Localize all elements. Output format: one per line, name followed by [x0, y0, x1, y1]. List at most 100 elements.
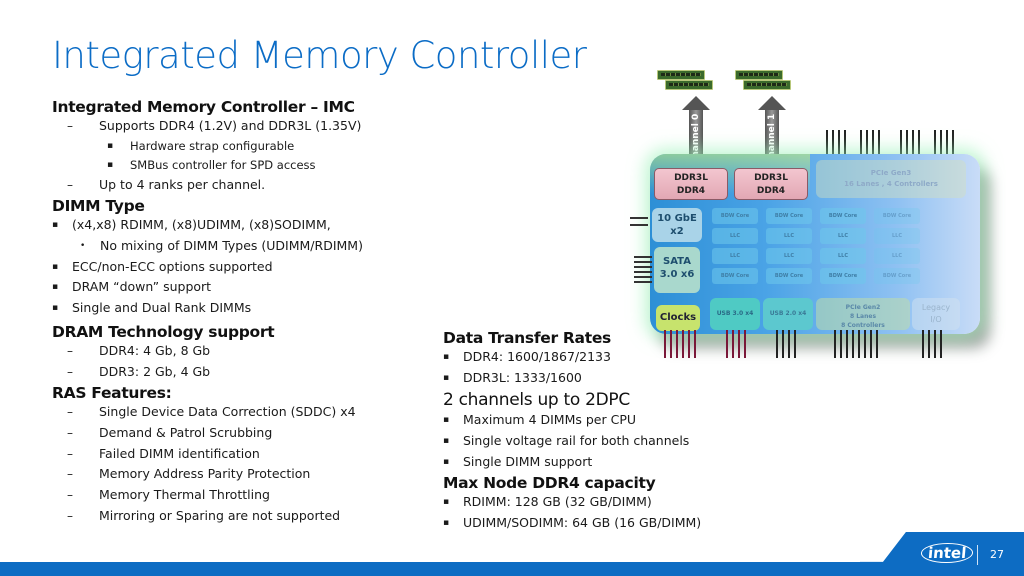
list-item: ▪ (x4,x8) RDIMM, (x8)UDIMM, (x8)SODIMM, — [52, 215, 432, 236]
list-item: ▪SMBus controller for SPD access — [107, 156, 432, 175]
square-bullet: ▪ — [52, 303, 59, 314]
channels-heading: 2 channels up to 2DPC — [443, 390, 630, 411]
dimm-module-icon — [743, 80, 791, 90]
bdw-core: BDW Core — [712, 268, 758, 284]
list-item: ▪DDR4: 1600/1867/2133 — [443, 347, 783, 368]
list-item: –Supports DDR4 (1.2V) and DDR3L (1.35V) — [67, 116, 432, 137]
list-item: ▪Single and Dual Rank DIMMs — [52, 298, 432, 319]
bdw-core: BDW Core — [820, 208, 866, 224]
llc-slice: LLC — [874, 248, 920, 264]
dash-marker: – — [67, 177, 73, 192]
square-bullet: ▪ — [107, 159, 114, 170]
square-bullet: ▪ — [107, 140, 114, 151]
dash-marker: – — [67, 508, 73, 523]
list-item: –Up to 4 ranks per channel. — [67, 175, 432, 196]
llc-slice: LLC — [820, 248, 866, 264]
dash-marker: – — [67, 119, 73, 133]
usb2-block: USB 2.0 x4 — [763, 298, 813, 330]
square-bullet: ▪ — [52, 261, 59, 272]
arrow-up-icon — [682, 96, 710, 110]
10gbe-pins — [630, 217, 648, 226]
pcie-gen3-pins — [826, 130, 954, 166]
dash-marker: – — [67, 364, 73, 379]
list-item: ▪DRAM “down” support — [52, 277, 432, 298]
list-item: –DDR3: 2 Gb, 4 Gb — [67, 362, 432, 383]
list-item: –Memory Thermal Throttling — [67, 485, 432, 506]
clocks-block: Clocks — [656, 305, 700, 331]
bdw-core: BDW Core — [874, 268, 920, 284]
llc-slice: LLC — [874, 228, 920, 244]
square-bullet: ▪ — [52, 282, 59, 293]
list-item: –Mirroring or Sparing are not supported — [67, 506, 432, 527]
right-column: Data Transfer Rates ▪DDR4: 1600/1867/213… — [443, 329, 783, 534]
list-item: –DDR4: 4 Gb, 8 Gb — [67, 341, 432, 362]
clocks-pins — [664, 330, 696, 358]
square-bullet: ▪ — [443, 497, 450, 508]
list-item: –Memory Address Parity Protection — [67, 464, 432, 485]
dash-marker: – — [67, 343, 73, 358]
llc-slice: LLC — [766, 228, 812, 244]
bdw-core: BDW Core — [766, 268, 812, 284]
dot-bullet: • — [80, 241, 86, 252]
footer-divider — [977, 545, 978, 565]
list-item: ▪ECC/non-ECC options supported — [52, 257, 432, 278]
dash-marker: – — [67, 425, 73, 440]
dimm-module-icon — [735, 70, 783, 80]
square-bullet: ▪ — [443, 372, 450, 383]
left-column: Integrated Memory Controller – IMC –Supp… — [52, 98, 432, 526]
square-bullet: ▪ — [443, 352, 450, 362]
list-item: ▪Maximum 4 DIMMs per CPU — [443, 410, 783, 431]
imc-heading: Integrated Memory Controller – IMC — [52, 98, 355, 116]
bdw-core: BDW Core — [820, 268, 866, 284]
sata-pins — [634, 256, 652, 283]
dash-marker: – — [67, 446, 73, 461]
list-item: ▪Hardware strap configurable — [107, 137, 432, 156]
dram-technology-heading: DRAM Technology support — [52, 322, 275, 341]
square-bullet: ▪ — [52, 220, 59, 231]
list-item: ▪Single voltage rail for both channels — [443, 431, 783, 452]
usb2-pins — [776, 330, 796, 358]
dimm-module-icon — [657, 70, 705, 80]
data-transfer-rates-heading: Data Transfer Rates — [443, 329, 611, 347]
llc-slice: LLC — [766, 248, 812, 264]
usb3-pins — [726, 330, 746, 358]
list-item: ▪DDR3L: 1333/1600 — [443, 368, 783, 389]
slide-title: Integrated Memory Controller — [52, 34, 587, 77]
dash-marker: – — [67, 467, 73, 482]
llc-slice: LLC — [820, 228, 866, 244]
max-capacity-heading: Max Node DDR4 capacity — [443, 474, 656, 493]
llc-slice: LLC — [712, 248, 758, 264]
arrow-up-icon — [758, 96, 786, 110]
list-item: –Single Device Data Correction (SDDC) x4 — [67, 402, 432, 423]
square-bullet: ▪ — [443, 415, 450, 426]
list-item: ▪UDIMM/SODIMM: 64 GB (16 GB/DIMM) — [443, 513, 783, 534]
footer-bar — [0, 562, 1024, 576]
square-bullet: ▪ — [443, 436, 450, 447]
dash-marker: – — [67, 487, 73, 502]
bdw-core: BDW Core — [874, 208, 920, 224]
bdw-core: BDW Core — [766, 208, 812, 224]
usb3-block: USB 3.0 x4 — [710, 298, 760, 330]
legacy-io-pins — [922, 330, 942, 358]
list-item: ▪RDIMM: 128 GB (32 GB/DIMM) — [443, 492, 783, 513]
dimm-type-heading: DIMM Type — [52, 197, 145, 216]
bdw-core: BDW Core — [712, 208, 758, 224]
pcie-gen2-pins — [834, 330, 878, 358]
ras-features-heading: RAS Features: — [52, 384, 172, 403]
list-item: •No mixing of DIMM Types (UDIMM/RDIMM) — [80, 236, 432, 257]
page-number: 27 — [990, 548, 1004, 561]
square-bullet: ▪ — [443, 456, 450, 467]
dimm-module-icon — [665, 80, 713, 90]
list-item: –Failed DIMM identification — [67, 444, 432, 465]
square-bullet: ▪ — [443, 518, 450, 529]
list-item: ▪Single DIMM support — [443, 452, 783, 473]
dash-marker: – — [67, 405, 73, 420]
